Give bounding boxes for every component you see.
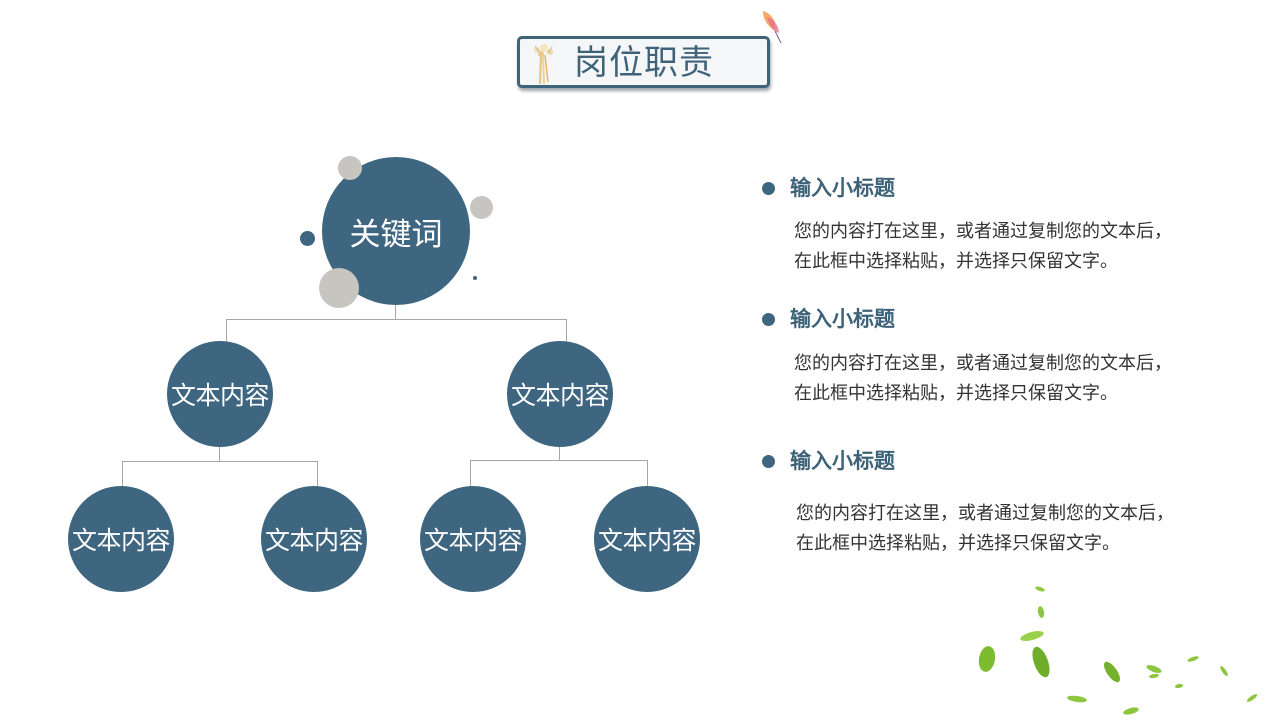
section-body-line1: 您的内容打在这里，或者通过复制您的文本后，: [794, 353, 1172, 374]
page-title: 岗位职责: [574, 43, 714, 83]
connector-right-drop-b: [647, 460, 648, 487]
flower-icon: [534, 44, 553, 85]
section-body: 您的内容打在这里，或者通过复制您的文本后， 在此框中选择粘贴，并选择只保留文字。: [796, 499, 1174, 559]
section-body-line2: 在此框中选择粘贴，并选择只保留文字。: [794, 251, 1118, 272]
connector-root-bar: [226, 319, 567, 320]
decor-dot-left: [300, 231, 315, 246]
section-body: 您的内容打在这里，或者通过复制您的文本后， 在此框中选择粘贴，并选择只保留文字。: [794, 349, 1172, 409]
decor-circle-right: [470, 196, 493, 219]
node-label: 文本内容: [597, 526, 697, 555]
connector-right-bar: [470, 460, 648, 461]
section-body-line1: 您的内容打在这里，或者通过复制您的文本后，: [794, 221, 1172, 242]
decor-circle-top: [338, 156, 362, 180]
connector-root-left-drop: [226, 319, 227, 343]
connector-left-stem: [219, 446, 220, 461]
node-label: 文本内容: [170, 381, 270, 410]
level2-node-left: 文本内容: [167, 341, 273, 447]
node-label: 文本内容: [264, 526, 364, 555]
level3-node-4: 文本内容: [594, 486, 700, 592]
title-banner: 岗位职责: [517, 36, 770, 88]
root-node-label: 关键词: [349, 216, 443, 253]
decor-circle-bottom: [319, 268, 359, 308]
level2-node-right: 文本内容: [507, 341, 613, 447]
node-label: 文本内容: [423, 526, 523, 555]
level3-node-1: 文本内容: [68, 486, 174, 592]
node-label: 文本内容: [510, 381, 610, 410]
level3-node-3: 文本内容: [420, 486, 526, 592]
butterfly-icon: [763, 11, 782, 44]
section-title: 输入小标题: [790, 449, 895, 473]
bullet-icon: [762, 313, 775, 326]
node-label: 文本内容: [71, 526, 171, 555]
leaves-icon: [978, 586, 1258, 715]
section-body: 您的内容打在这里，或者通过复制您的文本后， 在此框中选择粘贴，并选择只保留文字。: [794, 217, 1172, 277]
connector-left-drop-b: [317, 461, 318, 487]
section-body-line2: 在此框中选择粘贴，并选择只保留文字。: [796, 533, 1120, 554]
decor-dot-small: [473, 276, 477, 280]
connector-right-stem: [559, 446, 560, 460]
section-title: 输入小标题: [790, 307, 895, 331]
bullet-icon: [762, 455, 775, 468]
connector-root-stem: [395, 305, 396, 319]
connector-left-drop-a: [122, 461, 123, 487]
level3-node-2: 文本内容: [261, 486, 367, 592]
connector-right-drop-a: [470, 460, 471, 487]
bullet-icon: [762, 182, 775, 195]
connector-root-right-drop: [566, 319, 567, 343]
section-body-line2: 在此框中选择粘贴，并选择只保留文字。: [794, 383, 1118, 404]
connector-left-bar: [122, 461, 318, 462]
section-title: 输入小标题: [790, 176, 895, 200]
section-body-line1: 您的内容打在这里，或者通过复制您的文本后，: [796, 503, 1174, 524]
